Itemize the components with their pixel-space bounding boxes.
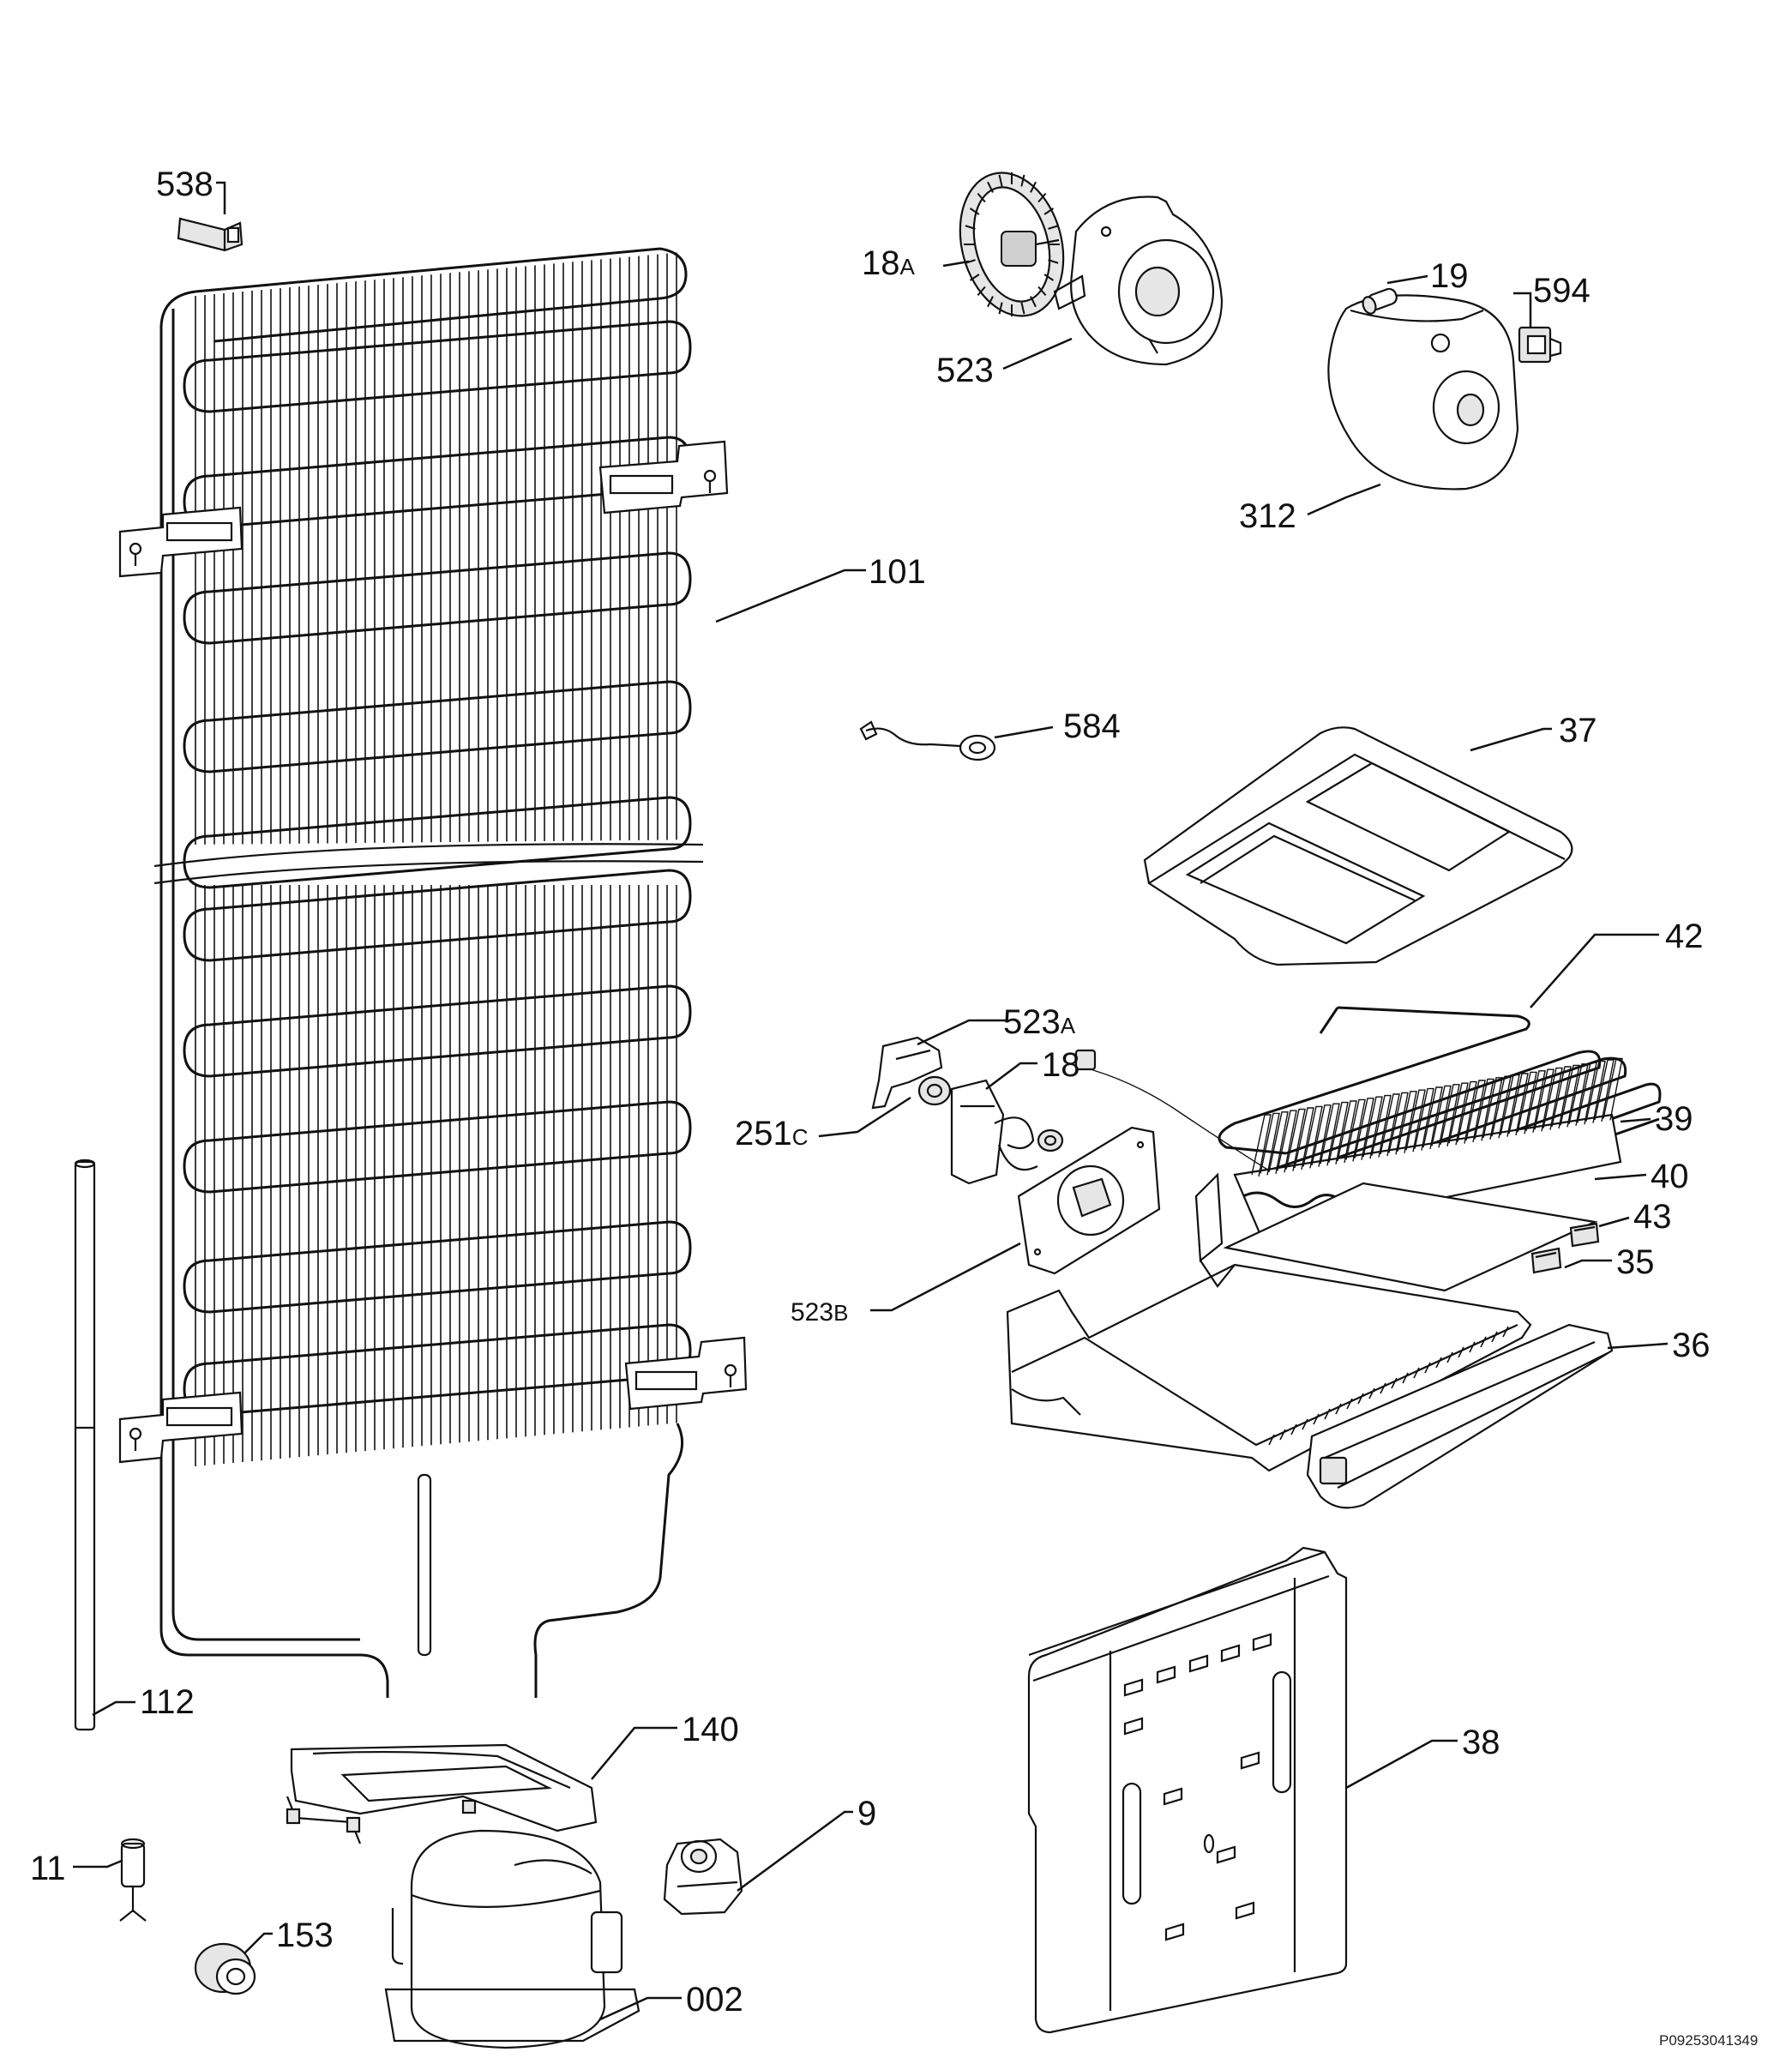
part-002-compressor: [384, 1829, 640, 2049]
evaporator-drain-tray: [1006, 1172, 1532, 1472]
part-153-cap: [194, 1942, 256, 1995]
part-36-drain-channel: [1306, 1323, 1614, 1509]
part-43-clip: [1569, 1222, 1600, 1248]
callout-11: 11: [30, 1850, 66, 1887]
reference-code: P09253041349: [1659, 2032, 1758, 2049]
condenser-bracket-upper-left: [118, 506, 244, 578]
part-523b-fan-plate: [1017, 1126, 1161, 1275]
callout-9: 9: [857, 1795, 876, 1832]
part-19-lamp-bulb: [1362, 287, 1398, 315]
condenser-bracket-lower-right: [624, 1336, 748, 1411]
callout-37: 37: [1559, 712, 1597, 749]
panel-slots: [1123, 1633, 1272, 1941]
callout-594: 594: [1533, 272, 1591, 310]
condenser-bracket-lower-left: [118, 1391, 244, 1464]
callout-523a: 523A: [1003, 1003, 1076, 1041]
callout-38: 38: [1462, 1724, 1500, 1761]
callout-18a: 18A: [862, 244, 916, 282]
callout-19: 19: [1430, 257, 1469, 295]
part-140-mount-plate: [286, 1743, 598, 1844]
condenser-wire-grid-upper: [195, 252, 677, 845]
part-112-drain-tube: [74, 1158, 96, 1731]
callout-labels: 538 18A 523 19 594 312 101 584 37 42 523…: [30, 165, 1758, 2049]
part-40-insulation-sheet: [1223, 1182, 1598, 1292]
part-9-relay: [663, 1838, 743, 1916]
callout-312: 312: [1239, 497, 1296, 535]
callout-35: 35: [1616, 1243, 1655, 1281]
part-38-panel: [1027, 1546, 1348, 2034]
part-523a-motor-bracket: [871, 1036, 943, 1110]
condenser-serpentine-tube: [183, 320, 692, 1417]
callout-002: 002: [686, 1981, 743, 2019]
callout-18: 18: [1042, 1046, 1080, 1084]
callout-584: 584: [1063, 707, 1121, 745]
drain-tray-ribs: [1268, 1326, 1509, 1446]
callout-523b: 523B: [791, 1298, 848, 1327]
callout-39: 39: [1655, 1100, 1693, 1138]
part-35-clip: [1530, 1247, 1562, 1274]
condenser-bracket-upper-right: [598, 440, 729, 514]
callout-40: 40: [1651, 1158, 1689, 1195]
condenser-wire-grid-lower: [195, 885, 677, 1466]
callout-42: 42: [1665, 918, 1704, 955]
part-11-component: [119, 1838, 147, 1922]
part-584-sensor: [859, 720, 996, 761]
callout-251c: 251C: [735, 1115, 809, 1152]
part-594-switch: [1518, 326, 1562, 364]
callout-36: 36: [1672, 1327, 1711, 1364]
callout-112: 112: [140, 1683, 195, 1721]
evaporator-fins: [1251, 1057, 1623, 1177]
callout-101: 101: [869, 553, 926, 591]
part-18a-fan-motor: [959, 172, 1065, 317]
callout-538: 538: [156, 165, 213, 203]
part-312-lamp-cover: [1327, 294, 1519, 490]
part-523-fan-housing: [1053, 196, 1224, 366]
callout-140: 140: [682, 1711, 739, 1748]
part-101-condenser: [118, 247, 748, 1698]
fan-fins: [964, 172, 1060, 316]
callout-153: 153: [276, 1917, 334, 1954]
callout-43: 43: [1633, 1198, 1672, 1236]
part-251c-grommet: [917, 1075, 952, 1106]
leader-lines: [73, 181, 1669, 2021]
part-538-cap: [177, 217, 244, 252]
part-37-evaporator-cover: [1143, 726, 1573, 966]
part-18-fan-motor: [950, 1079, 1064, 1185]
callout-523: 523: [936, 352, 994, 389]
